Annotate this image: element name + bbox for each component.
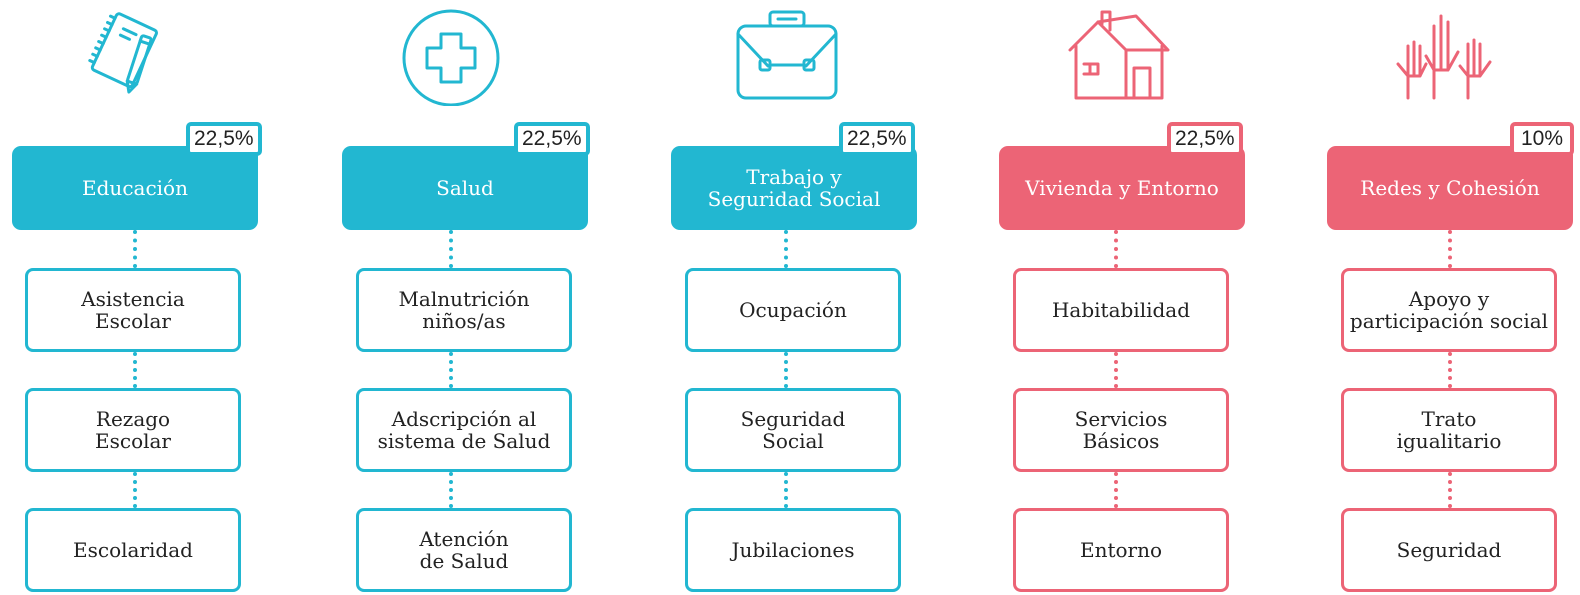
indicator-label: Malnutrición niños/as <box>398 287 530 333</box>
connector <box>1114 352 1118 388</box>
connector <box>133 352 137 388</box>
dimension-title: Educación <box>82 176 188 200</box>
indicator-box: Apoyo y participación social <box>1341 268 1557 352</box>
dimension-column-salud: Salud 22,5% Malnutrición niños/as Adscri… <box>330 0 610 595</box>
indicator-box: Escolaridad <box>25 508 241 592</box>
dimension-header: Salud <box>342 146 588 230</box>
dimension-header: Vivienda y Entorno <box>999 146 1245 230</box>
weight-badge: 22,5% <box>514 122 590 156</box>
dimension-column-educacion: Educación 22,5% Asistencia Escolar Rezag… <box>0 0 280 595</box>
indicator-label: Escolaridad <box>73 538 193 562</box>
weight-badge: 10% <box>1510 122 1574 156</box>
indicator-box: Seguridad <box>1341 508 1557 592</box>
indicator-box: Malnutrición niños/as <box>356 268 572 352</box>
connector <box>784 230 788 268</box>
connector <box>784 472 788 508</box>
connector <box>1448 230 1452 268</box>
connector <box>1448 352 1452 388</box>
indicator-label: Asistencia Escolar <box>81 287 185 333</box>
dimension-column-vivienda: Vivienda y Entorno 22,5% Habitabilidad S… <box>987 0 1267 595</box>
dimension-header: Educación <box>12 146 258 230</box>
indicator-box: Rezago Escolar <box>25 388 241 472</box>
indicator-label: Trato igualitario <box>1396 407 1502 453</box>
dimension-title: Vivienda y Entorno <box>1025 176 1219 200</box>
connector <box>1114 472 1118 508</box>
connector <box>133 472 137 508</box>
dimension-column-redes: Redes y Cohesión 10% Apoyo y participaci… <box>1315 0 1580 595</box>
house-icon <box>1064 6 1174 106</box>
dimension-title: Trabajo y Seguridad Social <box>707 165 881 211</box>
indicator-box: Ocupación <box>685 268 901 352</box>
indicator-label: Jubilaciones <box>731 538 855 562</box>
dimension-title: Redes y Cohesión <box>1360 176 1540 200</box>
indicator-label: Adscripción al sistema de Salud <box>377 407 551 453</box>
weight-badge: 22,5% <box>186 122 262 156</box>
indicator-box: Entorno <box>1013 508 1229 592</box>
indicator-box: Adscripción al sistema de Salud <box>356 388 572 472</box>
raised-hands-icon <box>1388 6 1498 106</box>
indicator-box: Servicios Básicos <box>1013 388 1229 472</box>
dimension-header: Trabajo y Seguridad Social <box>671 146 917 230</box>
indicator-box: Asistencia Escolar <box>25 268 241 352</box>
notebook-pencil-icon <box>70 6 180 106</box>
indicator-label: Atención de Salud <box>419 527 509 573</box>
indicator-label: Seguridad Social <box>740 407 846 453</box>
connector <box>1114 230 1118 268</box>
weight-badge: 22,5% <box>1167 122 1243 156</box>
connector <box>449 230 453 268</box>
dimension-title: Salud <box>436 176 494 200</box>
indicator-label: Apoyo y participación social <box>1349 287 1549 333</box>
indicator-label: Seguridad <box>1396 538 1502 562</box>
indicator-label: Habitabilidad <box>1051 298 1191 322</box>
indicator-box: Atención de Salud <box>356 508 572 592</box>
health-cross-icon <box>396 6 506 106</box>
briefcase-icon <box>732 6 842 106</box>
indicator-label: Rezago Escolar <box>95 407 171 453</box>
indicator-box: Habitabilidad <box>1013 268 1229 352</box>
indicator-label: Ocupación <box>739 298 847 322</box>
connector <box>784 352 788 388</box>
connector <box>449 352 453 388</box>
dimension-header: Redes y Cohesión <box>1327 146 1573 230</box>
weight-badge: 22,5% <box>839 122 915 156</box>
connector <box>449 472 453 508</box>
indicator-box: Seguridad Social <box>685 388 901 472</box>
indicator-label: Entorno <box>1079 538 1163 562</box>
connector <box>1448 472 1452 508</box>
connector <box>133 230 137 268</box>
indicator-box: Jubilaciones <box>685 508 901 592</box>
indicator-label: Servicios Básicos <box>1074 407 1168 453</box>
dimension-column-trabajo: Trabajo y Seguridad Social 22,5% Ocupaci… <box>659 0 939 595</box>
indicator-box: Trato igualitario <box>1341 388 1557 472</box>
